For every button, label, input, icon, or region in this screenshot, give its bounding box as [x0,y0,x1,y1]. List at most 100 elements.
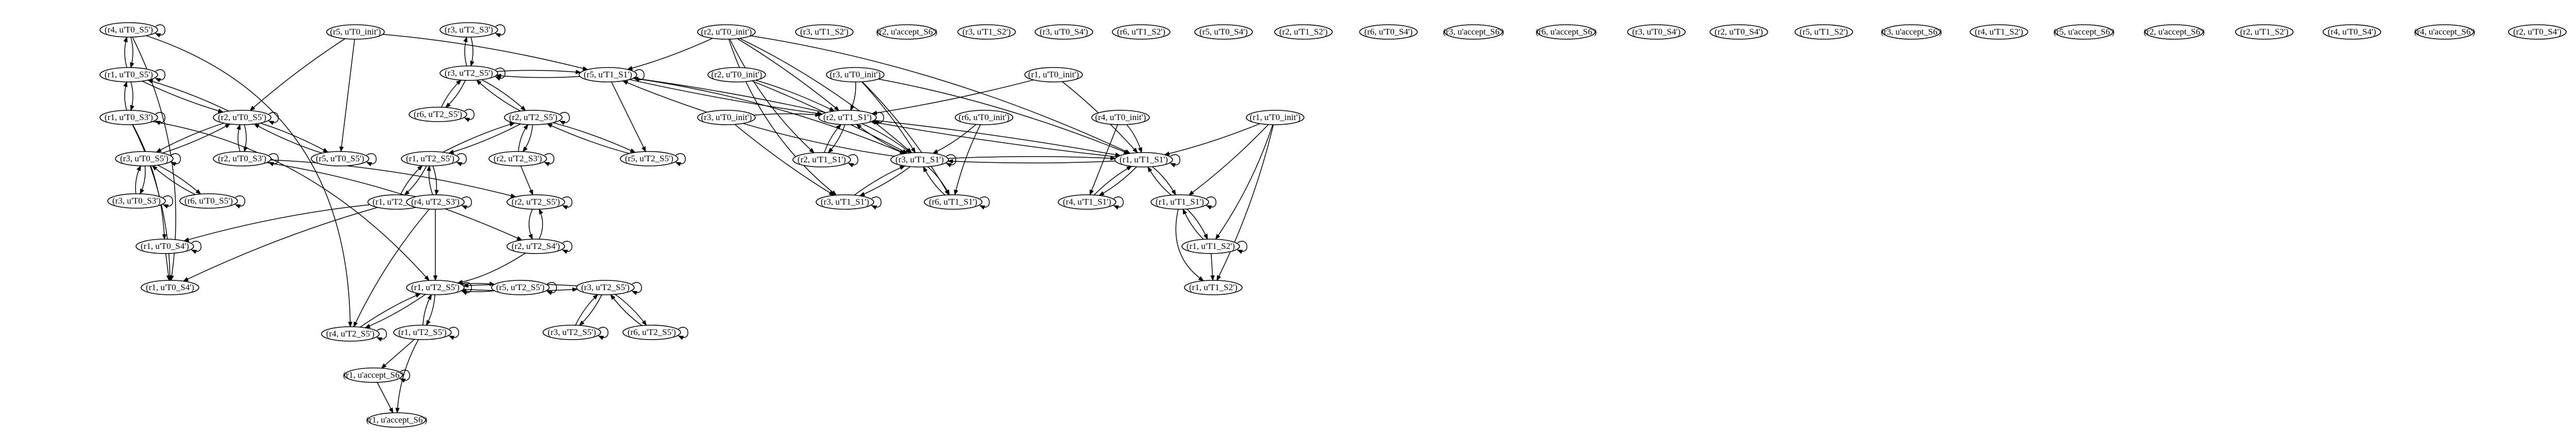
self-loop-arrowhead [268,121,275,125]
edge-line [397,339,419,413]
edge-arrowhead [1138,147,1143,154]
self-loop-n2_T1_S1b [848,154,858,167]
state-node-label: (r4, u'T0_S5') [105,25,153,35]
self-loop-arrowhead [155,121,161,125]
edge-line [152,121,430,281]
state-node: (r3, u'T0_init') [697,110,756,125]
self-loop-n3_T2_S5 [495,68,505,81]
edge-line [739,38,912,154]
edge-arrowhead [253,124,260,128]
edge-arrowhead [1171,189,1176,196]
edge-n5_T2_S5-to-n2_T2_S5 [546,123,630,154]
edge-arrowhead [427,165,431,171]
edge-n1_T2_S5-to-n1_T2_S3 [404,165,427,196]
self-loop-n5_T1_S1 [634,69,645,82]
edge-arrowhead [323,148,329,153]
self-loop-arrowhead [234,204,241,209]
edge-arrowhead [353,321,358,328]
self-loop-arrowhead [268,162,275,166]
state-node: (r2, u'T2_S5') [506,194,565,210]
self-loop-n6_T0_S5 [234,195,245,209]
edge-n3_T2_S5b-to-n6_T2_S5b [615,294,647,326]
edge-n3_T1_S1-to-n3_T1_S1b [859,166,911,196]
edge-line [579,294,602,326]
state-node-ellipse [924,194,982,210]
edge-n5_T0_S5-to-n2_T0_S5 [253,124,323,154]
state-node: (r1, u'T1_S1') [1114,152,1173,167]
edge-n4_T2_S3-to-n4_T2_S5 [353,209,430,328]
edge-arrowhead [243,146,248,153]
state-node: (r5, u'T2_S5') [491,280,550,295]
edge-line [575,294,598,326]
state-node-ellipse [213,151,272,166]
edge-line [1175,209,1204,281]
edge-n2_T0_S5-to-n3_T0_S5 [156,123,225,153]
edge-n3_T0_initb-to-n2_T1_S1 [753,112,821,117]
edge-line [404,165,427,196]
state-node-label: (r1, u'T2_S5') [411,282,460,292]
state-node-ellipse [439,22,498,38]
self-loop-arrowhead [1206,205,1212,210]
state-node-label: (r3, u'T1_S2') [800,27,849,37]
state-node-label: (r1, u'T0_init') [1028,70,1079,79]
edge-arrowhead [348,322,352,328]
edge-arrowhead [546,123,553,128]
state-node-label: (r1, u'T1_S1') [1156,197,1204,207]
state-node-label: (r2, u'T1_S2') [2240,27,2289,37]
state-node: (r2, u'T2_S3') [488,151,547,166]
state-node-ellipse [697,110,756,125]
state-node: (r3, u'T0_init') [826,67,885,82]
edge-n1_T1_S2-to-n1_T1_S1b [1182,208,1204,240]
edge-n3_T1_S1-to-n2_T1_S1 [856,124,906,154]
state-node: (r1, u'T2_S5') [406,280,465,295]
self-loop-n1_T0_S5 [155,69,165,82]
state-node-ellipse [1246,110,1304,125]
state-node-label: (r3, u'T2_S5') [581,282,630,292]
edge-line [377,382,394,413]
state-node-ellipse [620,151,679,166]
edge-arrowhead [622,80,629,85]
state-node-label: (r3, u'T0_init') [701,112,752,122]
edge-n2_T0_S5-to-n2_T0_S3 [243,124,248,153]
state-node: (r1, u'T0_S3') [99,110,158,125]
self-loop-n6_T2_S5b [677,327,688,340]
state-node-ellipse [321,326,380,342]
state-node-ellipse [955,110,1013,125]
state-node: (r1, u'T0_init') [1246,110,1304,125]
state-node-ellipse [506,239,565,254]
edge-arrowhead [850,105,855,111]
state-node-label: (r2, u'T2_S5') [509,112,557,122]
edge-line [872,79,1034,114]
state-node-label: (r3, u'T2_S3') [445,25,493,35]
edge-n1_T1_S1-to-n1_T1_S1b [1152,166,1176,196]
edge-line [443,122,515,153]
edge-n4_T1_S1-to-n1_T1_S1 [1094,166,1132,195]
edge-n3_T0_init-to-n1_T1_S1 [878,78,1130,154]
state-node-label: (r2, u'T1_S2') [1279,27,1328,37]
self-loop-n3_T1_S1b [871,196,882,210]
state-node-ellipse [439,65,498,81]
edge-line [854,165,905,196]
state-node-label: (r3, u'T0_S4') [1040,27,1088,37]
self-loop-arrowhead [162,204,169,209]
self-loop-n1_T0_S4 [191,241,201,254]
self-loop-arrowhead [155,78,161,82]
state-node-label: (r3, u'T1_S1') [821,197,869,207]
edge-arrowhead [809,147,815,154]
edge-line [457,253,526,283]
edge-n1_T1_S2-to-n1_T1_S2b [1210,253,1215,281]
state-node-label: (r5, u'accept_S6') [2054,27,2114,37]
edge-line [861,81,950,195]
edge-n4_T2_S3-to-n1_T2_S5 [427,165,433,195]
state-node: (r2, u'T0_init') [697,24,756,40]
edge-n1_T0_S3-to-n1_T0_S5 [123,81,128,111]
edge-arrowhead [364,324,371,328]
edge-n3_T0_S5-to-n6_T0_S5 [157,164,201,195]
edge-n3_T0_init-to-n3_T1_S1 [861,81,916,154]
edge-arrowhead [140,188,144,195]
self-loop-n2_T2_S4 [562,241,572,254]
edge-arrowhead [433,275,438,281]
edge-n1_T0_init-to-n2_T1_S1 [871,79,1034,115]
self-loop-arrowhead [376,337,383,342]
